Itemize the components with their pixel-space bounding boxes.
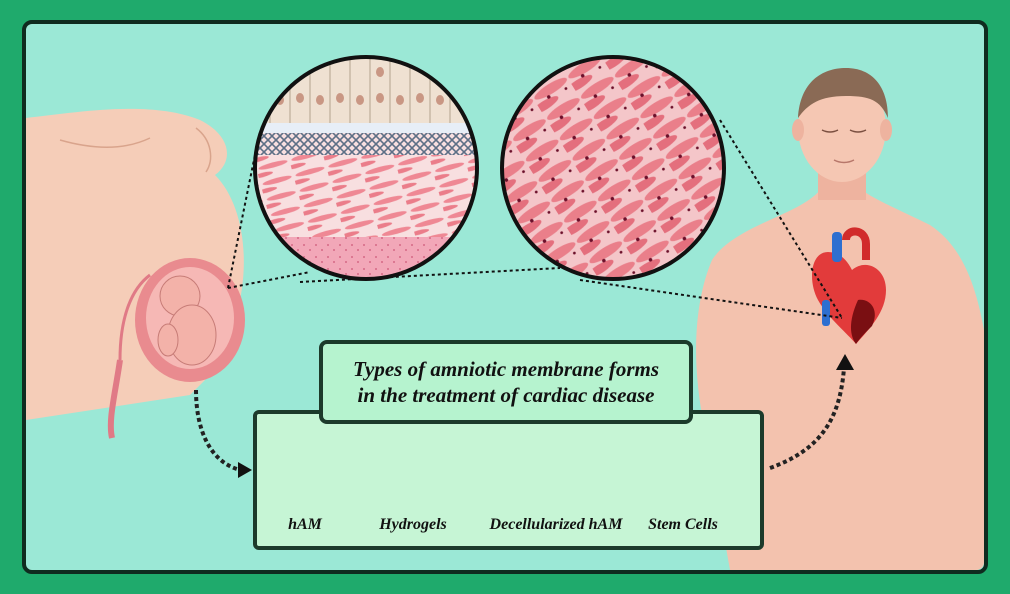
- form-label-ham: hAM: [288, 516, 322, 533]
- title-line-2: in the treatment of cardiac disease: [357, 383, 655, 407]
- form-label-stem-cells: Stem Cells: [648, 516, 718, 533]
- title-line-1: Types of amniotic membrane forms: [352, 357, 660, 381]
- connector-lines: [227, 119, 843, 319]
- amniotic-membrane-micrograph: [253, 55, 479, 281]
- man-illustration: [696, 68, 984, 570]
- title-box: Types of amniotic membrane forms in the …: [319, 340, 693, 424]
- form-label-hydrogels: Hydrogels: [379, 516, 447, 533]
- heart-icon: [812, 227, 886, 344]
- forms-panel: [253, 410, 764, 550]
- cardiac-tissue-micrograph: [500, 55, 726, 281]
- arrows: [194, 354, 854, 478]
- arrow-head-icon: [836, 354, 854, 370]
- arrow-head-icon: [238, 462, 252, 478]
- pregnant-woman-illustration: [26, 108, 245, 439]
- form-label-decellularized: Decellularized hAM: [489, 516, 623, 533]
